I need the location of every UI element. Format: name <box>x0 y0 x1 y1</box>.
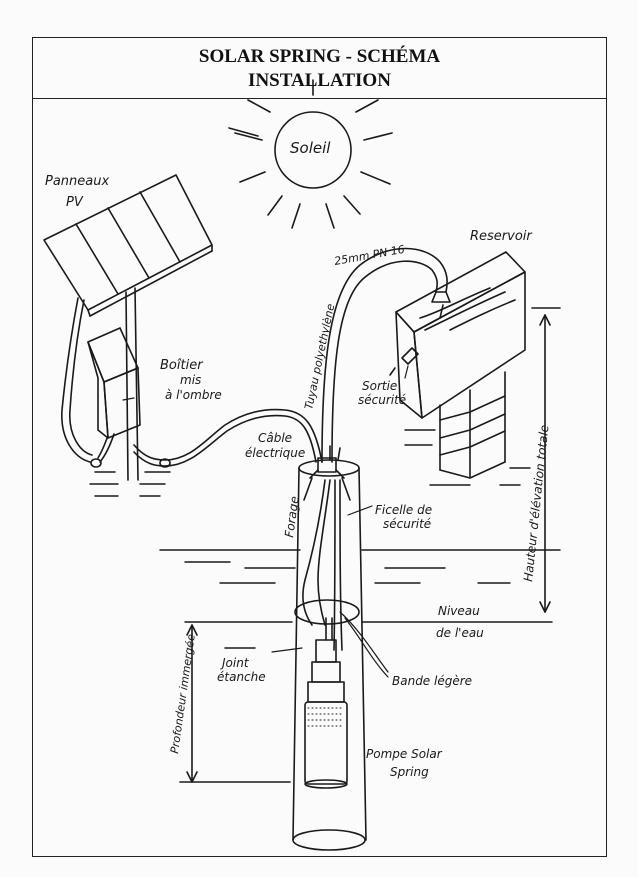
label-sortie-1: Sortie <box>362 379 397 393</box>
label-sortie-2: sécurité <box>358 393 406 407</box>
well-head <box>303 445 351 501</box>
electric-cable <box>133 408 323 468</box>
page-title-line-1: SOLAR SPRING - SCHÉMA <box>198 46 441 67</box>
label-bande: Bande légère <box>392 674 472 688</box>
label-boitier-3: à l'ombre <box>165 388 222 402</box>
label-reservoir: Reservoir <box>470 229 533 244</box>
solar-pump <box>304 617 348 789</box>
label-niveau-1: Niveau <box>438 604 480 618</box>
label-ficelle-2: sécurité <box>383 517 431 531</box>
solar-panels <box>43 174 213 481</box>
label-hauteur: Hauteur d'élévation totale <box>521 424 551 582</box>
reservoir <box>395 251 526 419</box>
sun-icon <box>228 79 393 229</box>
label-leader-lines <box>122 365 409 678</box>
label-ficelle-1: Ficelle de <box>375 503 432 517</box>
label-joint-2: étanche <box>217 670 266 684</box>
label-boitier-1: Boîtier <box>160 358 204 373</box>
label-pompe-2: Spring <box>390 765 429 779</box>
label-pompe-1: Pompe Solar <box>366 747 443 761</box>
label-panneaux-1: Panneaux <box>45 174 109 189</box>
page-title-line-2: INSTALLATION <box>248 70 391 91</box>
total-head-dimension <box>531 307 561 613</box>
label-cable-2: électrique <box>245 446 305 460</box>
label-tuyau: Tuyau polyethylène <box>302 302 337 410</box>
pump-intake-screen <box>307 707 345 727</box>
control-box <box>87 327 141 439</box>
safety-outlet <box>389 347 419 376</box>
ground-and-water-lines <box>89 429 561 649</box>
label-soleil: Soleil <box>290 139 331 157</box>
label-joint-1: Joint <box>220 656 250 670</box>
reservoir-stand <box>439 371 506 479</box>
label-pipe-spec: 25mm PN 16 <box>333 243 405 268</box>
title-box: SOLAR SPRING - SCHÉMA INSTALLATION <box>32 37 607 99</box>
label-panneaux-2: PV <box>66 195 84 210</box>
label-cable-1: Câble <box>258 431 292 445</box>
panel-cable <box>61 297 115 468</box>
label-forage: Forage <box>282 495 302 538</box>
well-casing <box>292 459 367 851</box>
submerged-depth-dimension <box>179 624 291 783</box>
label-profondeur: Profondeur immergée <box>168 633 198 754</box>
label-boitier-2: mis <box>180 373 201 387</box>
page-frame <box>32 37 607 857</box>
safety-string <box>302 479 343 651</box>
polyethylene-pipe <box>321 247 451 463</box>
label-niveau-2: de l'eau <box>436 626 484 640</box>
